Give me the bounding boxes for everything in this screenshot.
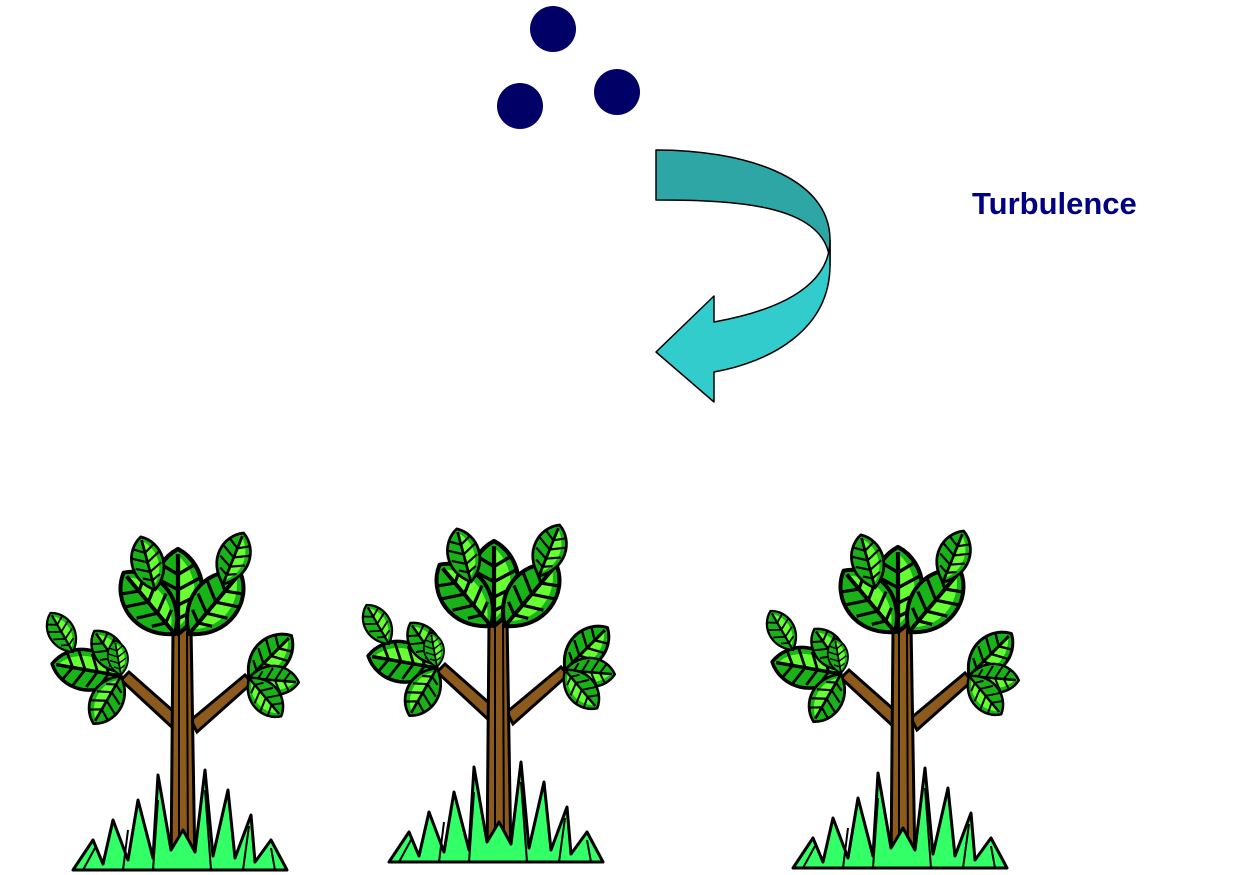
particles — [497, 6, 640, 129]
particle — [594, 69, 640, 115]
particle — [497, 83, 543, 129]
tree-icon — [355, 519, 619, 862]
tree-icon — [759, 525, 1023, 868]
tree-icon — [39, 527, 303, 870]
curved-arrow-icon — [656, 150, 830, 402]
particle — [530, 6, 576, 52]
turbulence-label: Turbulence — [972, 186, 1137, 222]
